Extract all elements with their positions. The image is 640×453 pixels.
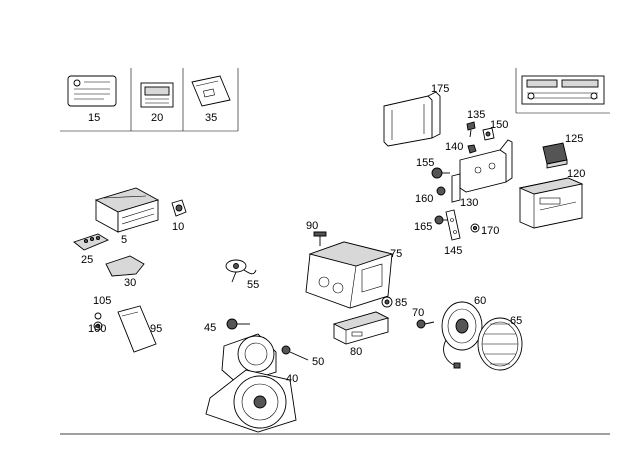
part-70-screw[interactable] bbox=[416, 319, 435, 329]
callout-10[interactable]: 10 bbox=[172, 221, 184, 233]
part-175-bracket[interactable] bbox=[383, 91, 441, 147]
part-155-screw[interactable] bbox=[431, 167, 450, 179]
callout-40[interactable]: 40 bbox=[286, 373, 298, 385]
callout-15[interactable]: 15 bbox=[88, 112, 100, 124]
part-120-control-unit[interactable] bbox=[518, 177, 584, 229]
callout-145[interactable]: 145 bbox=[444, 245, 462, 257]
callout-5[interactable]: 5 bbox=[121, 234, 127, 246]
callout-30[interactable]: 30 bbox=[124, 277, 136, 289]
accessory-box-frame bbox=[60, 68, 239, 132]
part-50-screw[interactable] bbox=[281, 345, 309, 361]
callout-135[interactable]: 135 bbox=[467, 109, 485, 121]
part-40-speaker-housing[interactable] bbox=[205, 333, 297, 433]
radio-reference-frame bbox=[515, 68, 610, 114]
callout-85[interactable]: 85 bbox=[395, 297, 407, 309]
part-140-nut[interactable] bbox=[467, 144, 477, 154]
callout-60[interactable]: 60 bbox=[474, 295, 486, 307]
callout-105[interactable]: 105 bbox=[93, 295, 111, 307]
callout-175[interactable]: 175 bbox=[431, 83, 449, 95]
part-105-clip[interactable] bbox=[94, 312, 102, 320]
part-130-holder[interactable] bbox=[451, 139, 513, 203]
part-45-fastener[interactable] bbox=[226, 318, 250, 330]
part-160-nut[interactable] bbox=[436, 186, 446, 196]
part-25-remote[interactable] bbox=[73, 233, 109, 251]
part-135-screw[interactable] bbox=[466, 121, 476, 138]
part-170-nut[interactable] bbox=[470, 223, 480, 233]
part-90-screw[interactable] bbox=[313, 231, 327, 246]
callout-70[interactable]: 70 bbox=[412, 307, 424, 319]
part-10-knob[interactable] bbox=[171, 199, 187, 217]
callout-165[interactable]: 165 bbox=[414, 221, 432, 233]
callout-125[interactable]: 125 bbox=[565, 133, 583, 145]
part-165-bolt[interactable] bbox=[434, 215, 452, 225]
callout-45[interactable]: 45 bbox=[204, 322, 216, 334]
part-20-radio-card[interactable] bbox=[140, 82, 174, 108]
callout-120[interactable]: 120 bbox=[567, 168, 585, 180]
part-5-radio-unit[interactable] bbox=[94, 187, 160, 233]
callout-170[interactable]: 170 bbox=[481, 225, 499, 237]
callout-20[interactable]: 20 bbox=[151, 112, 163, 124]
callout-90[interactable]: 90 bbox=[306, 220, 318, 232]
callout-140[interactable]: 140 bbox=[445, 141, 463, 153]
part-75-housing[interactable] bbox=[305, 241, 394, 309]
part-150-clip[interactable] bbox=[482, 127, 495, 141]
callout-75[interactable]: 75 bbox=[390, 248, 402, 260]
part-60-speaker[interactable] bbox=[441, 301, 483, 369]
callout-35[interactable]: 35 bbox=[205, 112, 217, 124]
part-65-grille[interactable] bbox=[477, 317, 523, 371]
part-80-amplifier[interactable] bbox=[332, 311, 390, 345]
part-30-pouch[interactable] bbox=[105, 255, 145, 277]
callout-150[interactable]: 150 bbox=[490, 119, 508, 131]
callout-50[interactable]: 50 bbox=[312, 356, 324, 368]
part-55-sensor[interactable] bbox=[225, 259, 257, 283]
callout-25[interactable]: 25 bbox=[81, 254, 93, 266]
part-15-card[interactable] bbox=[67, 75, 117, 107]
callout-130[interactable]: 130 bbox=[460, 197, 478, 209]
part-100-grommet[interactable] bbox=[93, 321, 103, 331]
callout-100[interactable]: 100 bbox=[88, 323, 106, 335]
callout-155[interactable]: 155 bbox=[416, 157, 434, 169]
callout-80[interactable]: 80 bbox=[350, 346, 362, 358]
part-145-plate[interactable] bbox=[445, 209, 461, 241]
callout-55[interactable]: 55 bbox=[247, 279, 259, 291]
callout-95[interactable]: 95 bbox=[150, 323, 162, 335]
part-125-module[interactable] bbox=[542, 142, 568, 169]
callout-160[interactable]: 160 bbox=[415, 193, 433, 205]
part-95-cover[interactable] bbox=[117, 305, 157, 353]
part-35-manual[interactable] bbox=[191, 75, 231, 107]
callout-65[interactable]: 65 bbox=[510, 315, 522, 327]
part-85-nut[interactable] bbox=[381, 296, 393, 308]
